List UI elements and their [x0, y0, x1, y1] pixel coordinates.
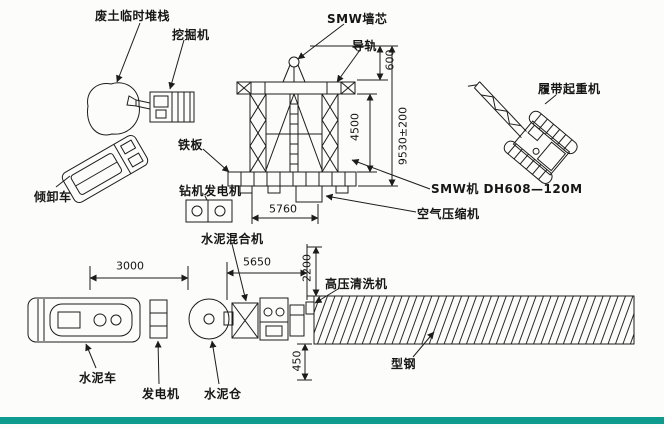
dim-pulley-height: 600 [383, 49, 397, 71]
crawler-crane-drawing [467, 81, 578, 184]
label-air-compressor: 空气压缩机 [417, 207, 480, 221]
label-smw-machine-model: SMW机 DH608—120M [431, 182, 583, 196]
dim-truck-gap: 3000 [116, 259, 144, 273]
waste-soil-pile-drawing [87, 82, 140, 136]
dim-row-gap: 2200 [300, 254, 314, 282]
label-drill-generator: 钻机发电机 [179, 184, 242, 198]
label-cement-mixer: 水泥混合机 [201, 232, 264, 246]
label-dump-truck: 倾卸车 [34, 190, 72, 204]
smw-rig-drawing [227, 56, 357, 203]
dim-total-height: 9530±200 [396, 106, 410, 166]
label-excavator: 挖掘机 [172, 28, 210, 42]
label-generator: 发电机 [142, 387, 180, 401]
label-high-pressure-washer: 高压清洗机 [325, 277, 388, 291]
dump-truck-drawing [61, 134, 149, 204]
label-cement-truck: 水泥车 [79, 371, 117, 385]
cement-silo-drawing [188, 298, 234, 340]
dim-base-width: 5760 [269, 202, 297, 216]
label-guide-rail: 导轨 [352, 39, 378, 53]
excavator-drawing [126, 91, 195, 123]
cement-mixer-drawing [231, 297, 315, 341]
dimension-lines [89, 45, 398, 381]
generator-drawing [149, 299, 168, 339]
label-smw-wall-core: SMW墙芯 [327, 12, 388, 26]
label-cement-silo: 水泥仓 [204, 387, 242, 401]
label-iron-plate: 铁板 [178, 138, 204, 152]
label-waste-soil-stack: 废土临时堆栈 [95, 9, 171, 23]
cement-truck-drawing [27, 297, 141, 343]
drill-generator-drawing [185, 199, 233, 223]
label-section-steel: 型钢 [391, 357, 417, 371]
dim-mast-height: 4500 [348, 113, 362, 141]
bottom-accent-bar [0, 417, 664, 424]
section-steel-drawing [313, 295, 635, 345]
leader-lines [55, 22, 557, 385]
dim-steel-offset: 450 [290, 350, 304, 372]
label-crawler-crane: 履带起重机 [538, 82, 601, 96]
dim-mixer-span: 5650 [243, 255, 271, 269]
